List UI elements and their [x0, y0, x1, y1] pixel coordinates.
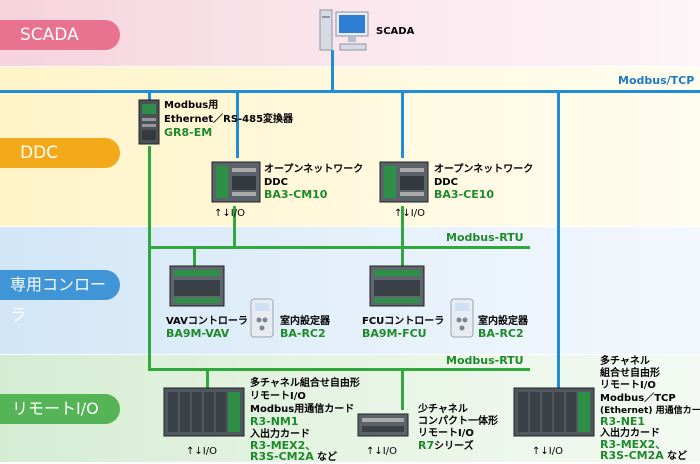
rio3-io: ↑↓I/O: [532, 446, 563, 457]
level-label-controller: 専用コンローラ: [0, 270, 120, 324]
rio1-label-4: 入出力カード: [250, 429, 310, 440]
modbus-tcp-label: Modbus/TCP: [618, 74, 695, 87]
rio-r7-device-icon: [357, 413, 409, 437]
modbus-rtu-line-1: [148, 246, 530, 249]
ddc2-drop-line: [401, 90, 404, 158]
modbus-tcp-line: [0, 90, 700, 93]
rio3-label-2: 組合せ自由形: [600, 368, 660, 379]
rio1-model-3: R3S-CM2A: [250, 450, 314, 463]
rio2-model: R7: [418, 439, 435, 452]
rio3-model-3-line: R3S-CM2A など: [600, 450, 687, 463]
band-divider: [0, 354, 700, 355]
fcu-room-label: 室内設定器: [478, 316, 528, 327]
scada-label: SCADA: [376, 26, 415, 37]
rio2-io: ↑↓I/O: [366, 446, 397, 457]
rio1-label-3: Modbus用通信カード: [250, 404, 355, 415]
fcu-model: BA9M-FCU: [362, 327, 427, 340]
level-label-ddc: DDC: [0, 138, 120, 168]
ddc1-label-1: オープンネットワーク: [264, 164, 364, 175]
vav-controller-device-icon: [169, 265, 225, 307]
ddc1-io: ↑↓I/O: [214, 208, 245, 219]
rio3-label-5: (Ethernet) 用通信カード: [600, 406, 700, 416]
rio2-suffix: シリーズ: [434, 441, 474, 452]
rio3-model-2: R3-MEX2、: [600, 438, 667, 451]
rio2-label-2: コンパクト一体形: [418, 416, 498, 427]
rio2-label-1: 少チャネル: [418, 404, 468, 415]
rio-r3-ne1-device-icon: [513, 387, 595, 437]
rio3-drop-line: [557, 90, 560, 388]
io-arrows-icon: ↑↓: [186, 446, 203, 457]
gateway-model: GR8-EM: [164, 126, 213, 139]
ddc1-label-2: DDC: [264, 177, 288, 188]
ddc2-label-2: DDC: [434, 177, 458, 188]
ddc-cm10-device-icon: [211, 161, 261, 203]
vav-label: VAVコントローラ: [166, 316, 248, 327]
fcu-rtu-link: [401, 246, 404, 266]
io-arrows-icon: ↑↓: [394, 208, 411, 219]
vav-rtu-link: [193, 246, 196, 266]
gateway-label-2: Ethernet／RS-485変換器: [164, 114, 294, 125]
rio3-model-3: R3S-CM2A: [600, 449, 664, 462]
rio2-rtu-link: [401, 368, 404, 410]
gateway-device-icon: [138, 99, 160, 145]
fcu-room-unit-icon: [450, 298, 474, 338]
fcu-label: FCUコントローラ: [362, 316, 445, 327]
rio1-label-2: リモートI/O: [250, 391, 306, 402]
ddc1-rtu-link: [233, 206, 236, 248]
ddc-ce10-device-icon: [379, 161, 429, 203]
rio1-model-2: R3-MEX2、: [250, 439, 317, 452]
level-label-scada: SCADA: [0, 20, 120, 50]
rio3-suffix: など: [667, 451, 687, 462]
vav-room-label: 室内設定器: [280, 316, 330, 327]
rio1-model-1: R3-NM1: [250, 415, 299, 428]
fcu-controller-device-icon: [369, 265, 425, 307]
modbus-rtu-label-1: Modbus-RTU: [446, 231, 524, 244]
band-divider: [0, 226, 700, 227]
ddc2-rtu-link: [401, 206, 404, 248]
rio2-model-line: R7シリーズ: [418, 440, 474, 453]
rio3-label-6: 入出力カード: [600, 428, 660, 439]
rio1-io: ↑↓I/O: [186, 446, 217, 457]
rio1-suffix: など: [317, 452, 337, 463]
band-divider: [0, 66, 700, 67]
rio-r3-nm1-device-icon: [163, 387, 245, 437]
io-arrows-icon: ↑↓: [214, 208, 231, 219]
scada-computer-icon: [319, 9, 369, 51]
io-arrows-icon: ↑↓: [532, 446, 549, 457]
rio1-label-1: 多チャネル組合せ自由形: [250, 378, 360, 389]
rio3-label-4: Modbus／TCP: [600, 393, 676, 404]
ddc2-model: BA3-CE10: [434, 188, 495, 201]
ddc2-label-1: オープンネットワーク: [434, 164, 534, 175]
scada-drop-line: [331, 50, 334, 91]
rio2-label-3: リモートI/O: [418, 428, 474, 439]
ddc1-drop-line: [236, 90, 239, 158]
modbus-rtu-line-2: [148, 368, 530, 371]
fcu-room-model: BA-RC2: [478, 327, 524, 340]
gateway-drop-line: [148, 90, 151, 102]
rio1-model-3-line: R3S-CM2A など: [250, 451, 337, 464]
gateway-label-1: Modbus用: [164, 100, 219, 111]
vav-room-unit-icon: [250, 298, 274, 338]
level-label-remote-io: リモートI/O: [0, 394, 120, 424]
rio3-label-1: 多チャネル: [600, 356, 650, 367]
vav-model: BA9M-VAV: [166, 327, 230, 340]
ddc1-model: BA3-CM10: [264, 188, 328, 201]
vav-room-model: BA-RC2: [280, 327, 326, 340]
ddc2-io: ↑↓I/O: [394, 208, 425, 219]
rio3-model-1: R3-NE1: [600, 415, 646, 428]
rio1-rtu-link: [206, 368, 209, 388]
modbus-rtu-label-2: Modbus-RTU: [446, 354, 524, 367]
rtu-trunk-line: [148, 146, 151, 370]
io-arrows-icon: ↑↓: [366, 446, 383, 457]
rio3-label-3: リモートI/O: [600, 380, 656, 391]
